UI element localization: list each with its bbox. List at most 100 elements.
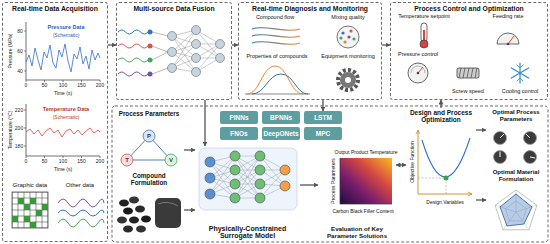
- icon-label: Compound flow: [255, 15, 295, 21]
- method-box: DeepONets: [262, 127, 300, 140]
- node-text: Compound Formulation: [115, 173, 183, 187]
- tick-label: 100: [58, 83, 68, 88]
- flow-icon: [252, 28, 300, 45]
- input-group: Compound Formulation: [114, 172, 184, 240]
- pressure-chart: [24, 22, 100, 82]
- icon-label: Temperature setpoint: [397, 14, 451, 20]
- node-text: LSTM: [314, 114, 332, 121]
- method-box: LSTM: [304, 111, 342, 124]
- radar-chart: [495, 190, 537, 230]
- method-box: BPNNs: [262, 111, 300, 124]
- tick-label: 0: [24, 83, 29, 88]
- property-curves: [245, 66, 310, 94]
- node-text: FNOs: [230, 130, 247, 137]
- flow-arrow: [300, 184, 318, 185]
- gear-icon: [338, 70, 358, 90]
- variable-symbol: P: [146, 133, 152, 139]
- axis-label: Carbon Black Filler Content: [331, 209, 394, 214]
- gauge-icon: [497, 33, 519, 45]
- heatmap: [340, 158, 392, 204]
- method-box: MPC: [304, 127, 342, 140]
- icon-label: Feeding rate: [492, 14, 525, 20]
- node-text: Evaluation of Key Parameter Solutions: [319, 226, 395, 240]
- flow-arrow: [184, 149, 195, 150]
- flow-arrow: [476, 129, 486, 130]
- node-text: MPC: [316, 130, 330, 137]
- tick-label: 80: [16, 29, 24, 34]
- result-box: Optimal Material Formulation: [486, 168, 546, 240]
- node-text: DeepONets: [263, 130, 298, 137]
- icon-label: Graphic data: [12, 182, 48, 188]
- knob-icons: [494, 132, 537, 164]
- flow-arrow: [382, 44, 390, 45]
- chart-title: Temperature Data: [42, 107, 90, 113]
- axis-label: Design Variables: [425, 200, 464, 205]
- compound-pellets: [117, 197, 181, 233]
- chart-note: (Schematic): [52, 115, 81, 120]
- chart-note: (Schematic): [52, 33, 81, 38]
- flow-arrow: [204, 100, 205, 146]
- node-text: PINNs: [229, 114, 248, 121]
- tick-label: 150: [76, 83, 86, 88]
- icon-label: Properties of compounds: [245, 54, 308, 60]
- tick-label: 220: [14, 108, 24, 113]
- variable-symbol: V: [168, 157, 174, 163]
- axis-label: Temperature (°C): [8, 110, 13, 150]
- tick-label: 0: [24, 159, 29, 164]
- method-box: FNOs: [220, 127, 258, 140]
- wave-icon: [58, 199, 104, 227]
- tick-label: 150: [76, 159, 86, 164]
- node-text: Multi-source Data Fusion: [133, 5, 214, 12]
- flow-arrow: [108, 44, 116, 45]
- node-text: Process Control and Optimization: [414, 5, 524, 12]
- fusion-network: [118, 26, 225, 77]
- tick-label: 200: [95, 83, 105, 88]
- screw-icon: [457, 68, 479, 78]
- input-group: Process Parameters: [114, 110, 184, 168]
- tick-label: 50: [41, 159, 49, 164]
- axis-label: Time (s): [53, 167, 73, 172]
- axis-label: Objective Function: [410, 140, 415, 183]
- icon-label: Other data: [65, 182, 95, 188]
- tick-label: 60: [16, 49, 24, 54]
- tick-label: 100: [58, 159, 68, 164]
- objective-plot: [416, 130, 472, 196]
- axis-label: Pressure (MPa): [8, 32, 13, 69]
- icon-label: Pressure control: [397, 52, 439, 58]
- node-text: Design and Process Optimization: [407, 109, 475, 123]
- flow-arrow: [396, 164, 406, 165]
- model-box: Physically-Constrained Surrogate Model: [195, 146, 300, 242]
- flow-arrow: [440, 100, 441, 108]
- node-text: Real-time Data Acquisition: [12, 5, 98, 12]
- icon-label: Cooling control: [501, 89, 540, 95]
- chart-title: Pressure Data: [47, 25, 86, 31]
- grid-icon: [12, 192, 48, 228]
- method-box: PINNs: [220, 111, 258, 124]
- node-text: Process Parameters: [119, 111, 180, 118]
- node-text: Optimal Process Parameters: [487, 109, 545, 122]
- node-text: Optimal Material Formulation: [487, 169, 545, 182]
- panel-box: Multi-source Data Fusion: [116, 2, 232, 100]
- surrogate-network: [199, 148, 297, 210]
- node-text: Real-time Diagnosis and Monitoring: [252, 5, 368, 12]
- flow-arrow: [476, 199, 486, 200]
- optimization-box: Design and Process Optimization: [406, 108, 476, 212]
- tick-label: 50: [41, 83, 49, 88]
- node-text: Physically-Constrained Surrogate Model: [196, 225, 299, 240]
- icon-label: Equipment monitoring: [320, 54, 376, 60]
- mixing-icon: [337, 26, 359, 48]
- result-box: Optimal Process Parameters: [486, 108, 546, 166]
- tick-label: 200: [14, 126, 24, 131]
- tick-label: 40: [16, 69, 24, 74]
- node-text: BPNNs: [270, 114, 292, 121]
- icon-label: Screw speed: [451, 89, 485, 95]
- pressure-gauge-icon: [408, 63, 428, 83]
- panel-box: Real-time Data Acquisition: [2, 2, 108, 242]
- tick-label: 180: [14, 144, 24, 149]
- model-panel: [112, 106, 548, 242]
- variable-symbol: T: [124, 157, 130, 163]
- thermometer-icon: [420, 23, 428, 48]
- flow-arrow: [184, 209, 195, 210]
- state-triangle: [121, 130, 177, 166]
- axis-label: Time (s): [53, 91, 73, 96]
